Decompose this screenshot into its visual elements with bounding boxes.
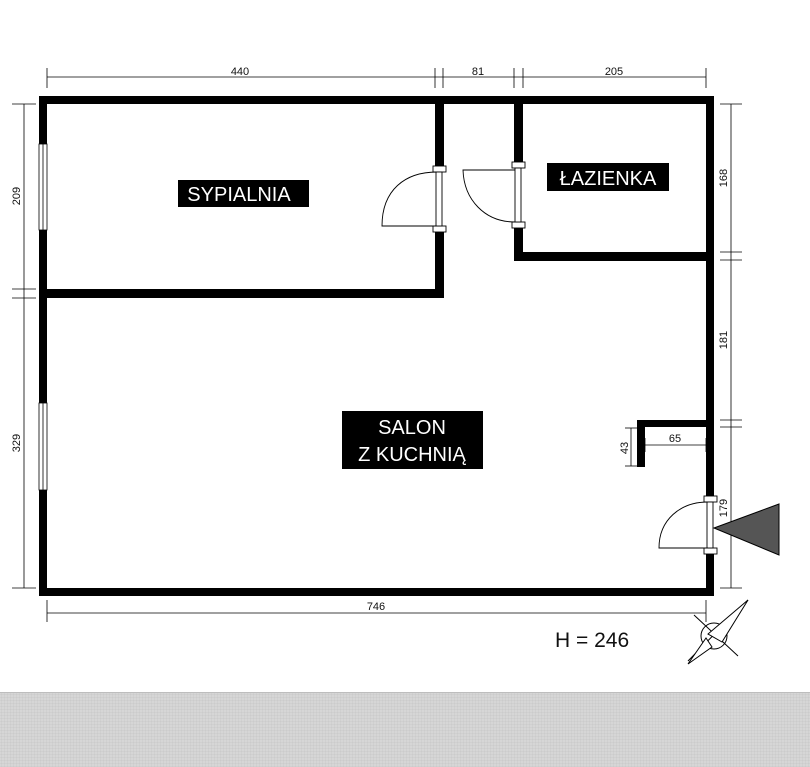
dim-right-lower: 179 <box>718 499 730 517</box>
door-bathroom <box>462 161 526 229</box>
room-name-living-line1: SALON <box>378 417 446 439</box>
dim-bottom: 746 <box>367 601 385 613</box>
drawing-sheet <box>0 0 810 693</box>
dim-niche-width: 65 <box>669 433 681 445</box>
door-bedroom <box>381 165 447 233</box>
room-label-bedroom: SYPIALNIA <box>178 180 309 207</box>
dim-top-left: 440 <box>231 66 249 78</box>
dim-top-right: 205 <box>605 66 623 78</box>
window-bedroom <box>38 143 48 231</box>
room-name-bedroom: SYPIALNIA <box>187 184 291 206</box>
compass-icon <box>687 599 749 665</box>
walls <box>39 96 714 596</box>
door-entrance <box>658 495 718 555</box>
room-name-living-line2: Z KUCHNIĄ <box>358 444 466 466</box>
dim-right-upper: 168 <box>718 169 730 187</box>
dim-left-lower: 329 <box>11 434 23 452</box>
ceiling-height-label: H = 246 <box>555 629 629 652</box>
room-label-bathroom: ŁAZIENKA <box>547 163 669 191</box>
dimension-lines <box>12 68 742 622</box>
dim-niche-depth: 43 <box>619 442 631 454</box>
window-living <box>38 402 48 491</box>
room-label-living: SALON Z KUCHNIĄ <box>342 411 483 469</box>
entrance-arrow-icon <box>712 503 780 556</box>
room-name-bathroom: ŁAZIENKA <box>560 168 657 190</box>
background-pattern <box>0 693 810 767</box>
dim-left-upper: 209 <box>11 187 23 205</box>
floor-plan: 440 81 205 746 209 329 168 181 179 65 43 <box>11 66 780 665</box>
dim-top-mid: 81 <box>472 66 484 78</box>
dim-right-mid: 181 <box>718 331 730 349</box>
